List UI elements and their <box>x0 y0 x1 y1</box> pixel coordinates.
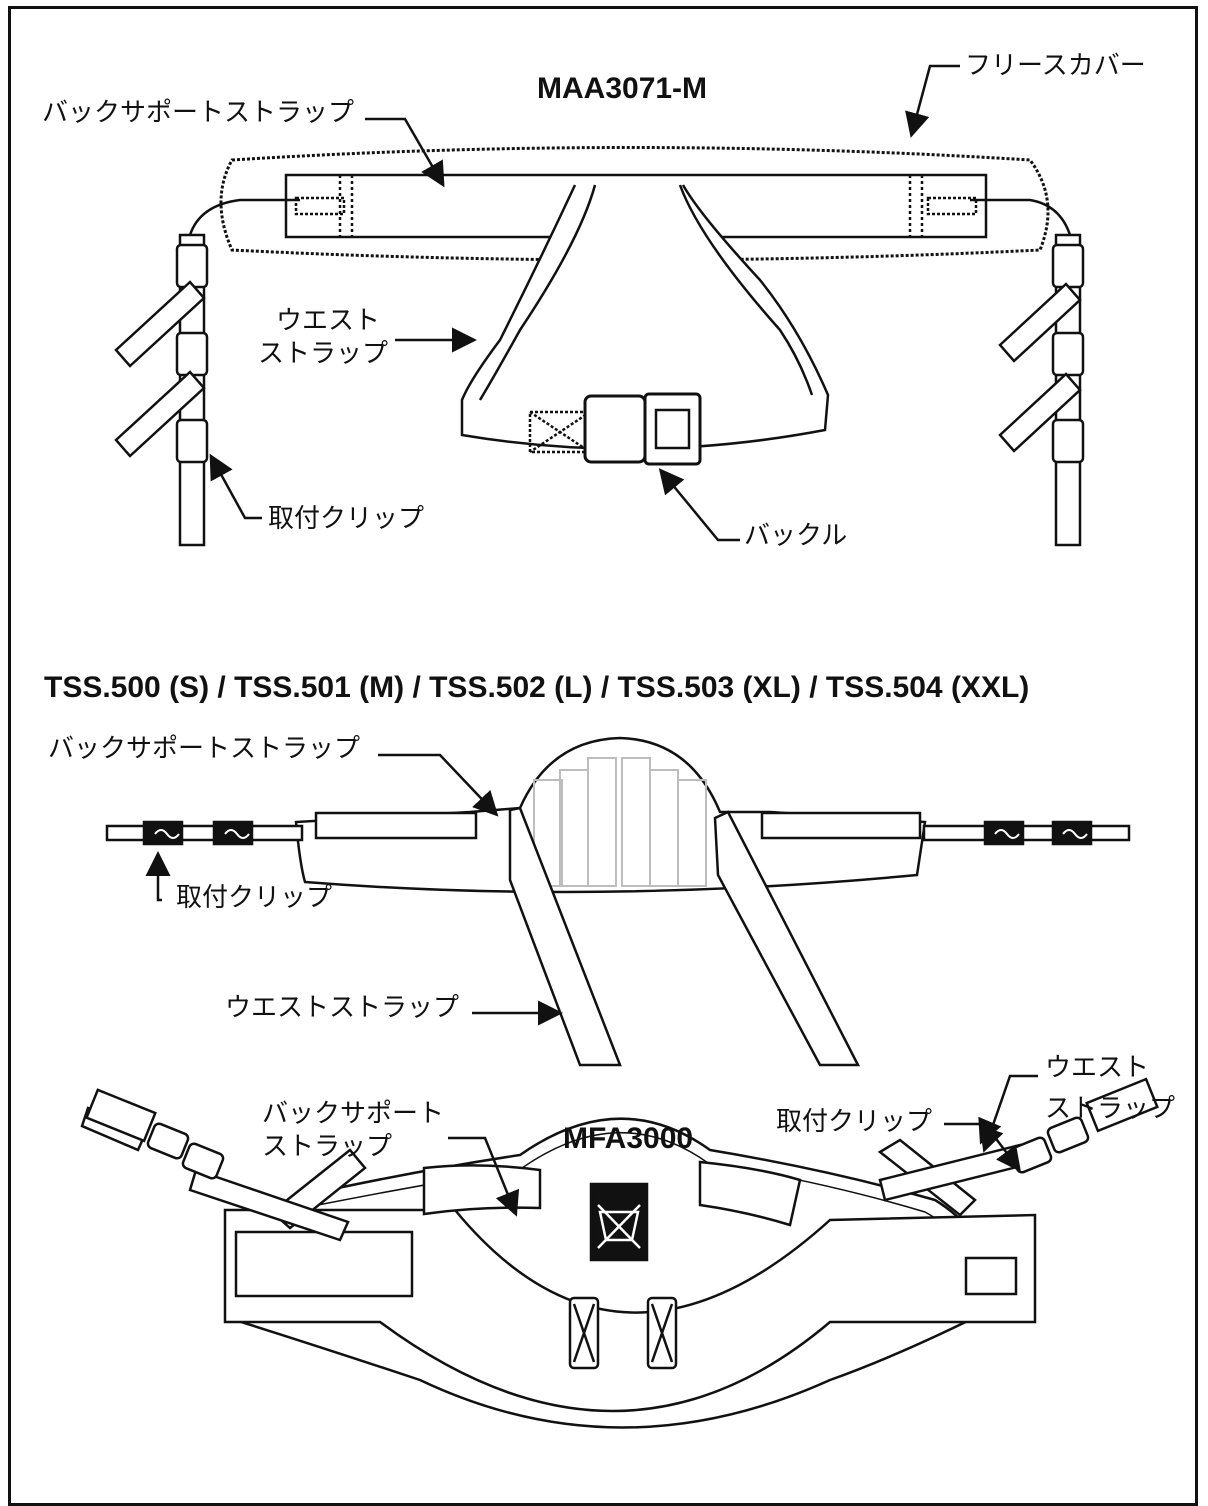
mfa-right-pad <box>698 1160 802 1227</box>
label-waist-strap-bottom: ウエスト ストラップ <box>1045 1052 1185 1125</box>
label-back-support-strap-top: バックサポートストラップ <box>42 98 355 128</box>
label-fleece-cover: フリースカバー <box>965 51 1146 81</box>
label-waist-strap-bottom-line2: ストラップ <box>1045 1093 1176 1124</box>
tss-leaders <box>145 753 563 1026</box>
mfa-left-pad <box>422 1164 542 1216</box>
mfa3000-leaders <box>448 1074 1038 1217</box>
tss-right-waist-strap <box>713 810 861 1067</box>
label-back-support-strap-bottom-line1: バックサポート <box>262 1099 445 1129</box>
tss-right-pad <box>760 811 922 840</box>
label-waist-strap-top: ウエスト ストラップ <box>258 305 410 370</box>
left-clip-chain <box>114 233 209 547</box>
buckle-shape <box>583 394 647 464</box>
label-clip-middle: 取付クリップ <box>176 883 333 913</box>
label-back-support-strap-bottom-line2: ストラップ <box>262 1131 393 1162</box>
title-mfa3000: MFA3000 <box>563 1122 694 1155</box>
title-maa3071-m: MAA3071-M <box>537 72 708 105</box>
tss-left-pad <box>314 811 478 840</box>
title-tss-models: TSS.500 (S) / TSS.501 (M) / TSS.502 (L) … <box>44 671 1030 704</box>
label-clip-top: 取付クリップ <box>268 504 425 534</box>
right-clip-chain <box>998 233 1085 547</box>
care-label-box <box>589 1182 649 1262</box>
tss-sling-illustration <box>105 736 1131 1067</box>
maa3071-leaders <box>209 64 960 542</box>
label-back-support-strap-middle: バックサポートストラップ <box>48 734 361 764</box>
mfa-waist-belt <box>223 1208 1037 1413</box>
label-waist-strap-middle: ウエストストラップ <box>225 993 460 1023</box>
label-waist-strap-top-line2: ストラップ <box>258 338 389 369</box>
tss-body-shape <box>294 736 927 894</box>
mfa3000-sling-illustration <box>80 1077 1159 1429</box>
label-buckle: バックル <box>744 521 848 551</box>
label-waist-strap-top-line1: ウエスト <box>276 306 381 336</box>
maa3071-sling-illustration <box>114 146 1085 547</box>
label-clip-bottom: 取付クリップ <box>776 1107 933 1137</box>
label-back-support-strap-bottom: バックサポート ストラップ <box>262 1098 462 1163</box>
tss-left-waist-strap <box>508 806 622 1067</box>
label-waist-strap-bottom-line1: ウエスト <box>1045 1053 1150 1083</box>
